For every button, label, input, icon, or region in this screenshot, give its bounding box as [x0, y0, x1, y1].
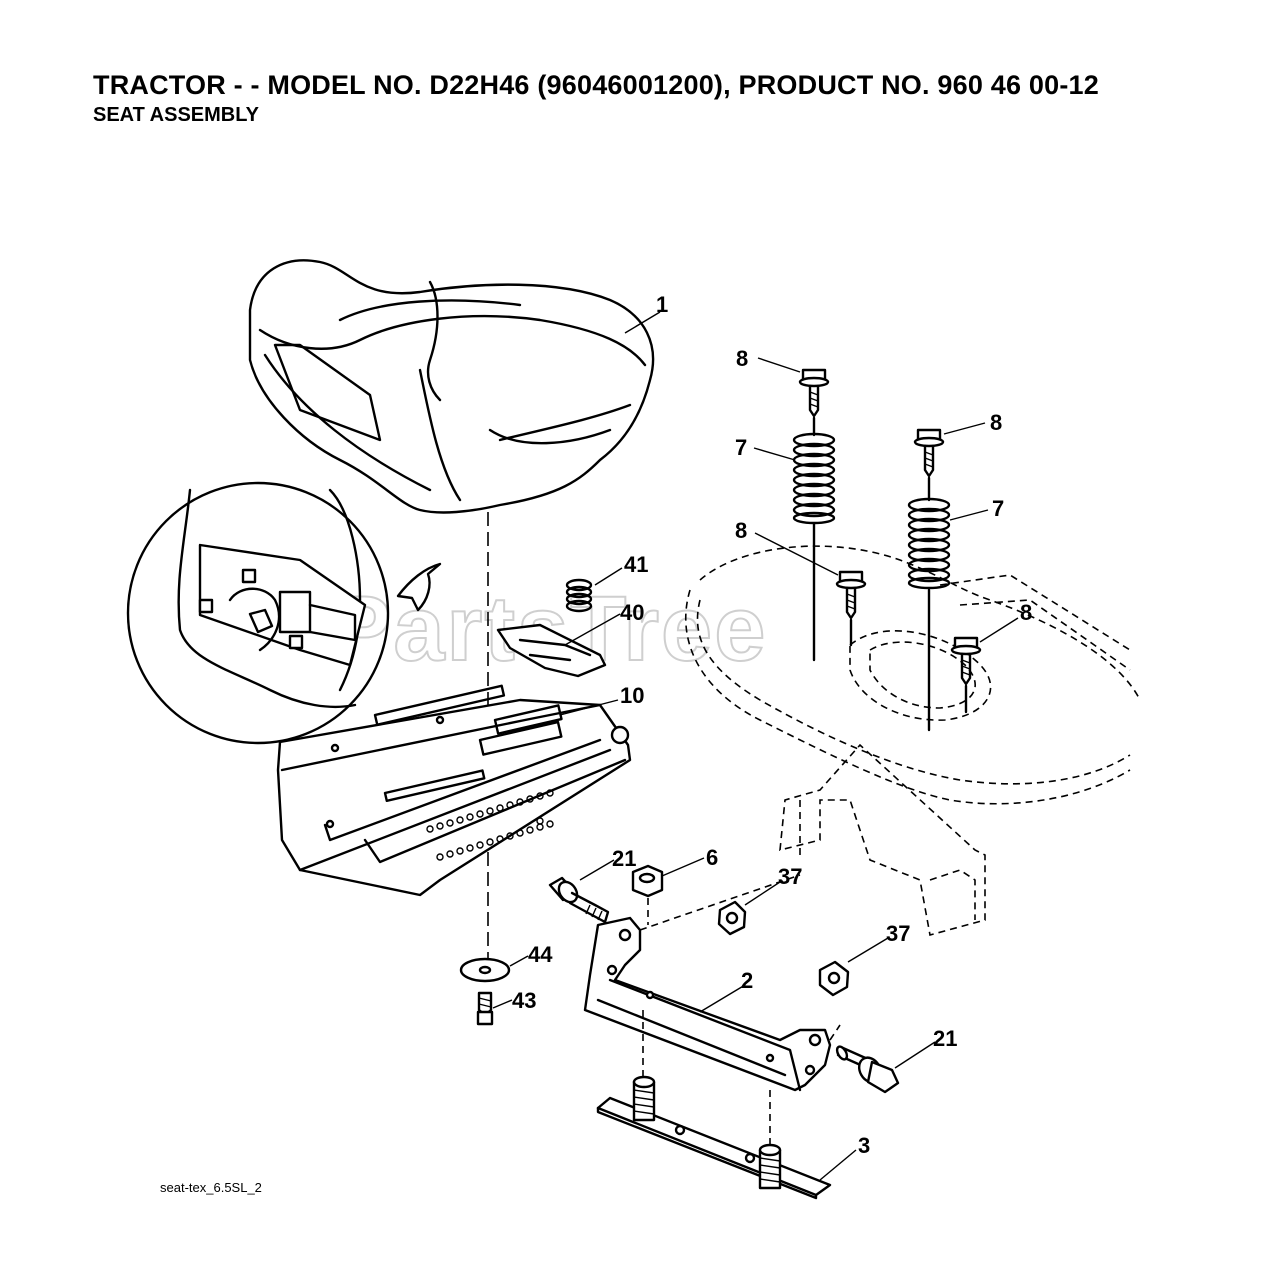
nut-37-upper[interactable]: [717, 900, 747, 936]
callout-6: 6: [706, 845, 718, 870]
callout-41: 41: [624, 552, 648, 577]
bolt-top-left[interactable]: [798, 368, 830, 418]
callout-1: 1: [656, 292, 668, 317]
leader-8b: [943, 422, 986, 435]
callout-8d: 8: [1020, 600, 1032, 625]
leader-8c: [754, 532, 839, 576]
callout-21b: 21: [933, 1026, 957, 1051]
callout-8b: 8: [990, 410, 1002, 435]
detail-arrow-icon: [396, 562, 442, 612]
washer-part[interactable]: [459, 957, 511, 983]
seat-pan-part[interactable]: [276, 684, 632, 897]
screw-part[interactable]: [476, 991, 494, 1026]
base-plate-part[interactable]: [596, 1075, 832, 1200]
leader-3: [819, 1149, 857, 1181]
page-subtitle: SEAT ASSEMBLY: [93, 104, 259, 126]
leader-8a: [757, 357, 801, 373]
leader-21b: [894, 1041, 936, 1069]
nut-37-lower[interactable]: [818, 960, 850, 997]
stud-left: [632, 1075, 656, 1122]
leader-37b: [847, 937, 889, 963]
coil-spring-left[interactable]: [792, 432, 836, 525]
seat-pan-slots: [426, 789, 554, 861]
detail-view-circle: [126, 481, 390, 745]
bolt-mid-left[interactable]: [835, 570, 867, 620]
leader-8d: [979, 617, 1019, 643]
callout-7a: 7: [735, 435, 747, 460]
callout-37a: 37: [778, 864, 802, 889]
callout-21a: 21: [612, 846, 636, 871]
callout-10: 10: [620, 683, 644, 708]
leader-41: [594, 567, 623, 586]
coil-spring-right[interactable]: [907, 497, 951, 590]
leader-7b: [949, 509, 989, 521]
callout-43: 43: [512, 988, 536, 1013]
callout-37b: 37: [886, 921, 910, 946]
nut-part[interactable]: [631, 864, 664, 898]
leader-44: [509, 955, 529, 967]
callout-3: 3: [858, 1133, 870, 1158]
leader-21a: [579, 859, 615, 881]
leader-7a: [753, 447, 796, 461]
axis-bracket-end: [829, 1024, 841, 1041]
leader-10: [559, 699, 619, 716]
diagram-code: seat-tex_6.5SL_2: [160, 1180, 262, 1195]
callout-8a: 8: [736, 346, 748, 371]
small-spring-part[interactable]: [565, 578, 593, 613]
shoulder-bolt-left[interactable]: [548, 876, 610, 924]
callout-40: 40: [620, 600, 644, 625]
stud-right: [758, 1143, 782, 1190]
callout-8c: 8: [735, 518, 747, 543]
axis-bracket-top: [639, 874, 801, 931]
callout-7b: 7: [992, 496, 1004, 521]
bolt-top-right[interactable]: [913, 428, 945, 478]
callout-2: 2: [741, 968, 753, 993]
leader-2: [699, 984, 746, 1013]
leader-37a: [744, 881, 781, 906]
callout-44: 44: [528, 942, 553, 967]
leader-43: [492, 999, 513, 1009]
leader-40: [564, 613, 621, 646]
leader-1: [624, 311, 661, 334]
page-title: TRACTOR - - MODEL NO. D22H46 (9604600120…: [93, 70, 1099, 100]
seat-part[interactable]: [248, 259, 655, 514]
leader-6: [661, 857, 705, 877]
seat-bracket-part[interactable]: [583, 916, 832, 1092]
bolt-mid-right[interactable]: [950, 636, 982, 686]
shoulder-bolt-right[interactable]: [835, 1045, 900, 1094]
